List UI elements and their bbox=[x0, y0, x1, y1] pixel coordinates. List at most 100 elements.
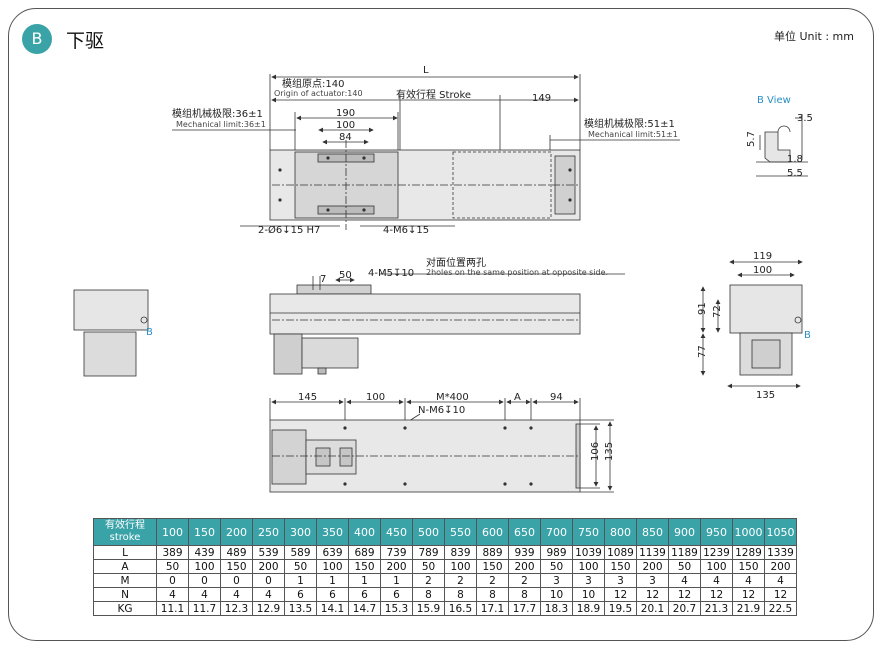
spec-cell: 15.9 bbox=[412, 601, 445, 616]
spec-cell: 16.5 bbox=[444, 601, 477, 616]
spec-cell: 6 bbox=[284, 587, 317, 602]
dim-50: 50 bbox=[339, 270, 352, 281]
spec-cell: 1039 bbox=[572, 545, 605, 560]
stroke-cell: 100 bbox=[156, 518, 189, 546]
spec-cell: 8 bbox=[508, 587, 541, 602]
section-title: 下驱 bbox=[66, 30, 105, 52]
spec-cell: 50 bbox=[412, 559, 445, 574]
spec-cell: 0 bbox=[220, 573, 253, 588]
spec-cell: 4 bbox=[156, 587, 189, 602]
dim-119: 119 bbox=[753, 251, 772, 262]
stroke-header-cn: 有效行程 bbox=[105, 520, 145, 531]
spec-row-label: A bbox=[93, 559, 157, 574]
right-b-mark: B bbox=[804, 330, 811, 341]
stroke-cell: 150 bbox=[188, 518, 221, 546]
spec-cell: 639 bbox=[316, 545, 349, 560]
spec-cell: 3 bbox=[604, 573, 637, 588]
spec-cell: 689 bbox=[348, 545, 381, 560]
spec-cell: 100 bbox=[316, 559, 349, 574]
spec-cell: 389 bbox=[156, 545, 189, 560]
spec-table: 有效行程 stroke 100 150 200 250 300 350 400 … bbox=[93, 518, 797, 616]
spec-cell: 12.9 bbox=[252, 601, 285, 616]
mech-right-cn: 模组机械极限:51±1 bbox=[584, 117, 675, 130]
spec-cell: 4 bbox=[764, 573, 797, 588]
spec-cell: 14.1 bbox=[316, 601, 349, 616]
spec-cell: 20.1 bbox=[636, 601, 669, 616]
spec-cell: 1139 bbox=[636, 545, 669, 560]
spec-cell: 2 bbox=[412, 573, 445, 588]
stroke-cell: 550 bbox=[444, 518, 477, 546]
spec-cell: 200 bbox=[508, 559, 541, 574]
spec-cell: 11.1 bbox=[156, 601, 189, 616]
spec-cell: 3 bbox=[540, 573, 573, 588]
dim-72: 72 bbox=[712, 305, 723, 318]
b-view-detail bbox=[756, 114, 808, 177]
spec-cell: 19.5 bbox=[604, 601, 637, 616]
b-view-title: B View bbox=[757, 95, 791, 106]
spec-cell: 1189 bbox=[668, 545, 701, 560]
spec-cell: 20.7 bbox=[668, 601, 701, 616]
spec-cell: 6 bbox=[380, 587, 413, 602]
stroke-label: 有效行程 Stroke bbox=[396, 88, 471, 101]
dim-84: 84 bbox=[339, 132, 352, 143]
spec-cell: 1089 bbox=[604, 545, 637, 560]
stroke-cell: 250 bbox=[252, 518, 285, 546]
spec-cell: 2 bbox=[476, 573, 509, 588]
spec-cell: 200 bbox=[252, 559, 285, 574]
left-end-view bbox=[73, 289, 149, 377]
spec-cell: 2 bbox=[444, 573, 477, 588]
dim-149: 149 bbox=[532, 93, 551, 104]
right-end-view bbox=[700, 259, 803, 389]
spec-cell: 150 bbox=[220, 559, 253, 574]
spec-cell: 4 bbox=[252, 587, 285, 602]
spec-cell: 8 bbox=[476, 587, 509, 602]
spec-cell: 4 bbox=[188, 587, 221, 602]
opposite-cn: 对面位置两孔 bbox=[426, 256, 486, 269]
stroke-cell: 950 bbox=[700, 518, 733, 546]
spec-cell: 15.3 bbox=[380, 601, 413, 616]
origin-en: Origin of actuator:140 bbox=[274, 89, 363, 98]
bottom-view bbox=[269, 398, 614, 493]
spec-cell: 839 bbox=[444, 545, 477, 560]
spec-cell: 14.7 bbox=[348, 601, 381, 616]
bottom-hole-label: N-M6↧10 bbox=[418, 405, 465, 416]
spec-cell: 150 bbox=[476, 559, 509, 574]
spec-row-label: N bbox=[93, 587, 157, 602]
spec-cell: 439 bbox=[188, 545, 221, 560]
spec-cell: 3 bbox=[572, 573, 605, 588]
dim-106: 106 bbox=[590, 442, 601, 461]
left-b-mark: B bbox=[146, 327, 153, 338]
stroke-cell: 700 bbox=[540, 518, 573, 546]
spec-cell: 150 bbox=[348, 559, 381, 574]
dim-94: 94 bbox=[550, 392, 563, 403]
spec-cell: 1 bbox=[316, 573, 349, 588]
spec-cell: 150 bbox=[732, 559, 765, 574]
dim-145: 145 bbox=[298, 392, 317, 403]
spec-cell: 789 bbox=[412, 545, 445, 560]
section-badge: B bbox=[22, 24, 52, 54]
spec-cell: 0 bbox=[252, 573, 285, 588]
spec-cell: 12.3 bbox=[220, 601, 253, 616]
dim-100-right: 100 bbox=[753, 265, 772, 276]
spec-cell: 4 bbox=[220, 587, 253, 602]
spec-cell: 0 bbox=[188, 573, 221, 588]
mech-left-en: Mechanical limit:36±1 bbox=[176, 120, 266, 129]
spec-cell: 739 bbox=[380, 545, 413, 560]
spec-row-label: L bbox=[93, 545, 157, 560]
origin-cn: 模组原点:140 bbox=[282, 77, 344, 90]
spec-cell: 2 bbox=[508, 573, 541, 588]
dim-1-8: 1.8 bbox=[787, 154, 803, 165]
mech-right-en: Mechanical limit:51±1 bbox=[588, 130, 678, 139]
dim-M400: M*400 bbox=[436, 392, 469, 403]
spec-cell: 12 bbox=[604, 587, 637, 602]
spec-cell: 50 bbox=[156, 559, 189, 574]
spec-cell: 1 bbox=[380, 573, 413, 588]
spec-header-row: 有效行程 stroke 100 150 200 250 300 350 400 … bbox=[93, 518, 797, 546]
stroke-cell: 300 bbox=[284, 518, 317, 546]
stroke-cell: 650 bbox=[508, 518, 541, 546]
